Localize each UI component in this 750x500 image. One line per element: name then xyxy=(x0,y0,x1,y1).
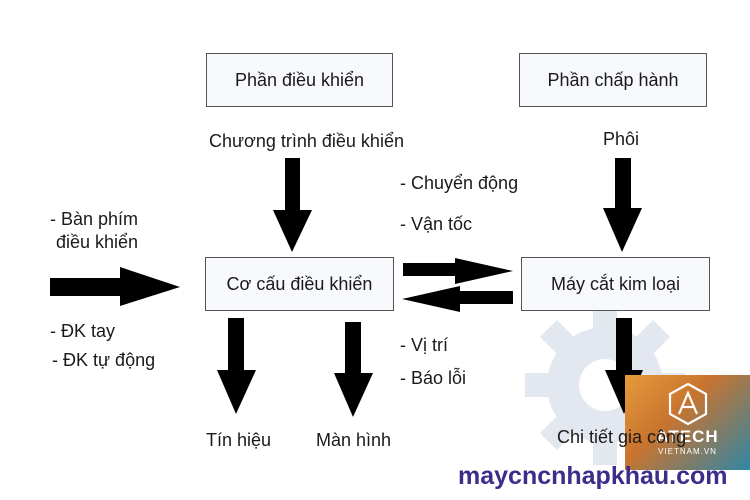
machined-part-label: Chi tiết gia công xyxy=(557,427,687,447)
workpiece-label: Phôi xyxy=(603,129,640,149)
website-watermark: maycncnhapkhau.com xyxy=(458,462,728,490)
motion-label: - Chuyển động xyxy=(400,173,519,193)
arrow-mechanism-to-machine xyxy=(403,258,513,284)
actuator-part-label: Phần chấp hành xyxy=(547,69,679,90)
atech-badge: ATECH VIETNAM.VN xyxy=(625,375,750,470)
atech-brand-subtext: VIETNAM.VN xyxy=(658,447,717,456)
control-part-box: Phần điều khiển xyxy=(206,53,393,107)
arrow-machine-to-mechanism xyxy=(402,286,513,312)
arrow-input-to-mechanism xyxy=(50,267,180,306)
keyboard-label-line2: điều khiển xyxy=(56,232,139,252)
manual-control-label: - ĐK tay xyxy=(50,321,116,341)
arrow-mechanism-to-signal xyxy=(217,318,256,414)
actuator-part-box: Phần chấp hành xyxy=(519,53,707,107)
keyboard-label-line1: - Bàn phím xyxy=(50,209,139,229)
metal-cutting-machine-label: Máy cắt kim loại xyxy=(550,273,681,294)
screen-label: Màn hình xyxy=(316,430,392,450)
control-part-label: Phần điều khiển xyxy=(234,69,365,90)
control-mechanism-label: Cơ cấu điều khiển xyxy=(226,273,373,294)
control-program-label: Chương trình điều khiển xyxy=(209,131,404,151)
arrow-workpiece-to-machine xyxy=(603,158,642,252)
arrow-program-to-mechanism xyxy=(273,158,312,252)
auto-control-label: - ĐK tự động xyxy=(52,350,156,370)
arrow-mechanism-to-screen xyxy=(334,322,373,417)
atech-brand-text: ATECH xyxy=(656,427,719,446)
control-mechanism-box: Cơ cấu điều khiển xyxy=(205,257,394,311)
error-report-label: - Báo lỗi xyxy=(400,368,467,388)
atech-logo-icon xyxy=(668,382,708,426)
metal-cutting-machine-box: Máy cắt kim loại xyxy=(521,257,710,311)
speed-label: - Vận tốc xyxy=(400,214,473,234)
position-label: - Vị trí xyxy=(400,335,448,355)
signal-label: Tín hiệu xyxy=(206,430,272,450)
